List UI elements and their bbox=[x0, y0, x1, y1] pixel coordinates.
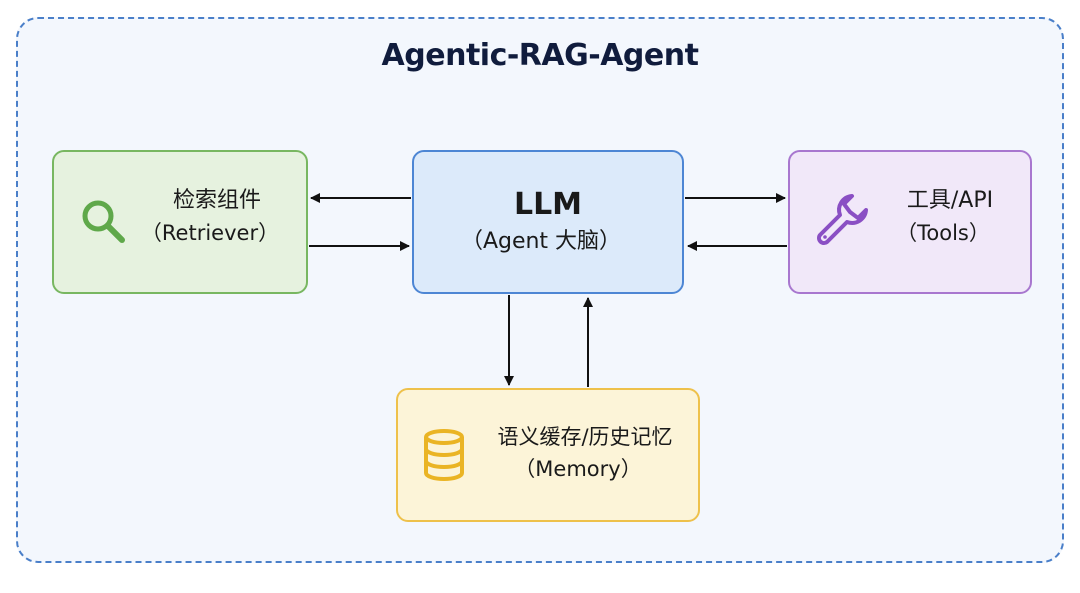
database-icon bbox=[424, 429, 464, 481]
retriever-subtitle: （Retriever） bbox=[140, 221, 280, 245]
retriever-node: 检索组件 （Retriever） bbox=[52, 150, 308, 294]
llm-subtitle: （Agent 大脑） bbox=[460, 229, 622, 254]
tools-subtitle: （Tools） bbox=[896, 221, 990, 245]
memory-node: 语义缓存/历史记忆 （Memory） bbox=[396, 388, 700, 522]
tools-node: 工具/API （Tools） bbox=[788, 150, 1032, 294]
memory-subtitle: （Memory） bbox=[514, 457, 642, 481]
search-icon bbox=[82, 200, 125, 243]
tools-title: 工具/API bbox=[906, 188, 994, 213]
retriever-title: 检索组件 bbox=[172, 188, 261, 213]
memory-title: 语义缓存/历史记忆 bbox=[497, 425, 673, 449]
wrench-icon bbox=[817, 194, 868, 245]
llm-node: LLM （Agent 大脑） bbox=[412, 150, 684, 294]
llm-title: LLM bbox=[513, 187, 583, 222]
diagram-title: Agentic-RAG-Agent bbox=[381, 38, 699, 73]
